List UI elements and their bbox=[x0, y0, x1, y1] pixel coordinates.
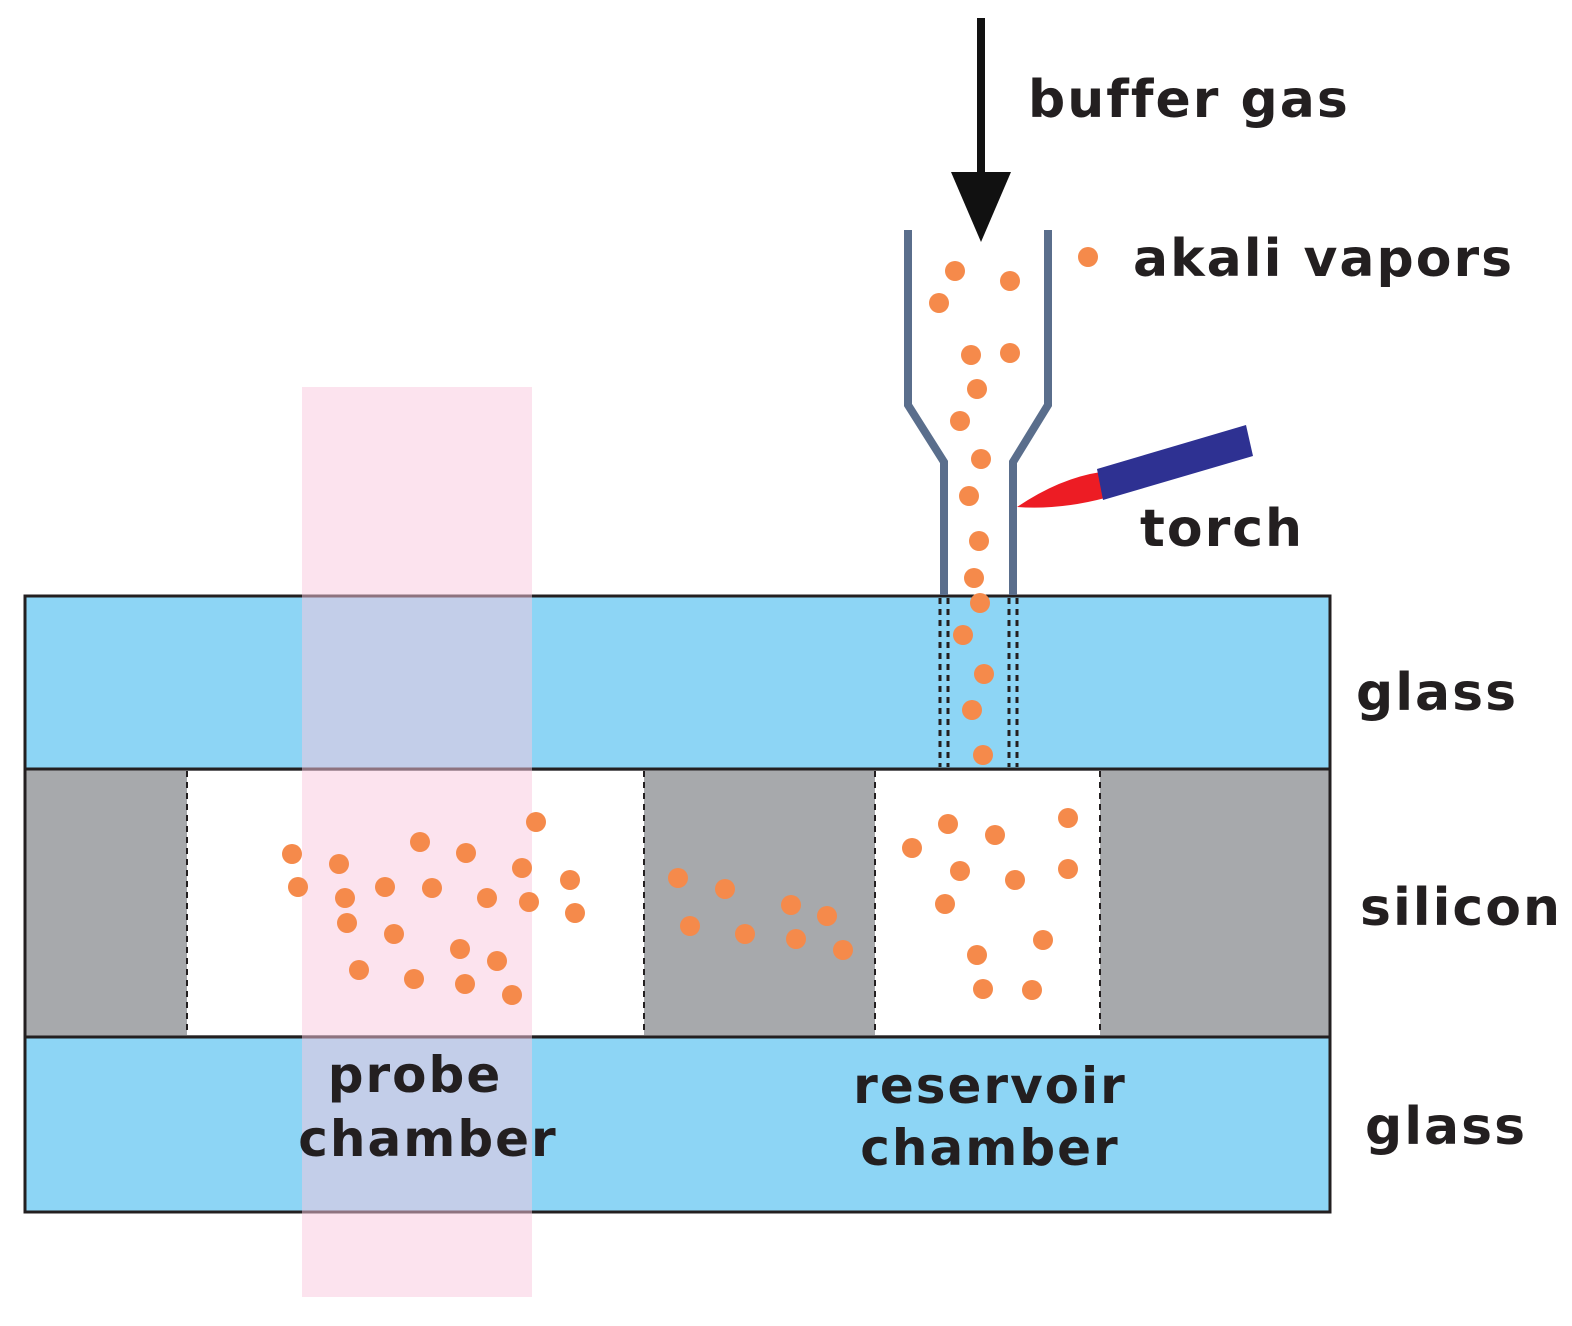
alkali-vapor-dot bbox=[715, 879, 735, 899]
alkali-vapor-dot bbox=[1000, 343, 1020, 363]
alkali-vapor-dot bbox=[967, 379, 987, 399]
alkali-vapor-dot bbox=[668, 868, 688, 888]
alkali-vapor-dot bbox=[560, 870, 580, 890]
alkali-vapor-dot bbox=[288, 877, 308, 897]
alkali-vapor-dot bbox=[1000, 271, 1020, 291]
alkali-vapor-dot bbox=[349, 960, 369, 980]
alkali-vapor-dot bbox=[375, 877, 395, 897]
alkali-vapor-dot bbox=[959, 486, 979, 506]
alkali-vapor-dot bbox=[565, 903, 585, 923]
alkali-vapor-dot bbox=[786, 929, 806, 949]
alkali-vapor-dot bbox=[1058, 859, 1078, 879]
probe-chamber-label-line1: probe bbox=[328, 1046, 503, 1104]
alkali-vapor-dot bbox=[833, 940, 853, 960]
reservoir-chamber-label-line2: chamber bbox=[860, 1119, 1119, 1177]
torch-icon bbox=[1017, 425, 1253, 508]
alkali-vapor-dot bbox=[969, 531, 989, 551]
alkali-vapor-dot bbox=[974, 664, 994, 684]
glass-top-label: glass bbox=[1356, 663, 1518, 723]
alkali-vapor-dot bbox=[404, 969, 424, 989]
glass-bottom-label: glass bbox=[1365, 1097, 1527, 1157]
alkali-vapor-dot bbox=[337, 913, 357, 933]
probe-chamber-label-line2: chamber bbox=[298, 1110, 557, 1168]
filling-tube-left-wall bbox=[904, 230, 948, 595]
alkali-vapor-dot bbox=[973, 745, 993, 765]
alkali-vapor-dot bbox=[455, 974, 475, 994]
alkali-vapor-dot bbox=[961, 345, 981, 365]
alkali-vapor-dot bbox=[1022, 980, 1042, 1000]
alkali-vapor-dot bbox=[1033, 930, 1053, 950]
alkali-vapor-dot bbox=[410, 832, 430, 852]
alkali-vapor-dot bbox=[935, 894, 955, 914]
alkali-vapor-dot bbox=[945, 261, 965, 281]
glass-layer-bottom bbox=[23, 1035, 1332, 1214]
alkali-vapor-dot bbox=[973, 979, 993, 999]
alkali-vapor-dot bbox=[477, 888, 497, 908]
alkali-vapor-dot bbox=[1005, 870, 1025, 890]
alkali-vapor-dot bbox=[962, 700, 982, 720]
alkali-vapor-dot bbox=[781, 895, 801, 915]
alkali-vapor-dot bbox=[680, 916, 700, 936]
alkali-vapors-label: akali vapors bbox=[1133, 229, 1514, 289]
alkali-vapor-dot bbox=[735, 924, 755, 944]
alkali-vapor-dot bbox=[950, 411, 970, 431]
alkali-vapor-dot bbox=[1058, 808, 1078, 828]
alkali-vapor-dot bbox=[384, 924, 404, 944]
alkali-vapor-dot bbox=[422, 878, 442, 898]
torch-flame bbox=[1017, 472, 1105, 508]
buffer-gas-arrow bbox=[951, 18, 1011, 242]
alkali-vapor-dot bbox=[335, 888, 355, 908]
alkali-vapor-dot bbox=[967, 945, 987, 965]
alkali-vapor-dot bbox=[526, 812, 546, 832]
alkali-vapor-dot bbox=[512, 858, 532, 878]
reservoir-chamber-label-line1: reservoir bbox=[853, 1057, 1127, 1115]
filling-tube-right-wall bbox=[1009, 230, 1052, 595]
alkali-vapor-dot bbox=[282, 844, 302, 864]
torch-label: torch bbox=[1140, 499, 1304, 559]
alkali-vapor-dot bbox=[953, 625, 973, 645]
alkali-vapor-dot bbox=[329, 854, 349, 874]
alkali-vapor-dot bbox=[487, 951, 507, 971]
alkali-vapor-dot bbox=[450, 939, 470, 959]
alkali-vapor-dot bbox=[502, 985, 522, 1005]
alkali-vapor-dot bbox=[964, 568, 984, 588]
silicon-label: silicon bbox=[1360, 878, 1562, 938]
alkali-vapor-dot bbox=[929, 293, 949, 313]
alkali-vapor-dot bbox=[817, 906, 837, 926]
alkali-vapor-dot bbox=[970, 593, 990, 613]
alkali-vapor-dot bbox=[902, 838, 922, 858]
torch-body bbox=[1097, 425, 1253, 500]
glass-layer-top bbox=[23, 594, 1332, 771]
alkali-vapor-dot bbox=[519, 892, 539, 912]
alkali-vapor-dot bbox=[971, 449, 991, 469]
alkali-vapor-dot bbox=[950, 861, 970, 881]
buffer-gas-label: buffer gas bbox=[1028, 70, 1350, 130]
alkali-vapor-dot bbox=[938, 814, 958, 834]
alkali-vapor-dots bbox=[282, 261, 1078, 1005]
filling-tube bbox=[904, 230, 1052, 595]
alkali-vapor-legend-dot bbox=[1078, 247, 1098, 267]
alkali-vapor-dot bbox=[985, 825, 1005, 845]
alkali-vapor-dot bbox=[456, 843, 476, 863]
